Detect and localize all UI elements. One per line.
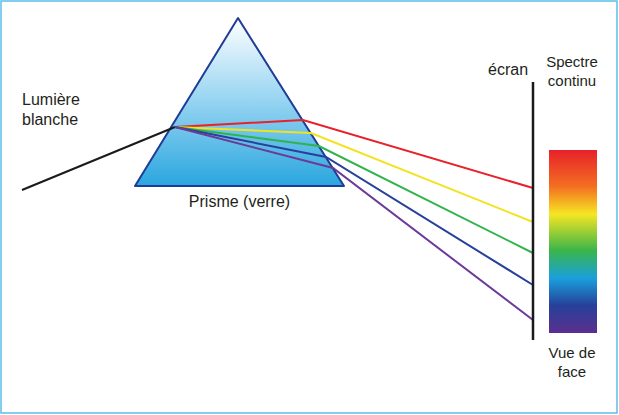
violet-ray: [175, 127, 533, 320]
spectrum-bar: [549, 150, 597, 333]
prism-label: Prisme (verre): [183, 192, 296, 212]
dispersed-rays: [175, 120, 533, 320]
prism-shape: [133, 16, 346, 191]
screen: [532, 82, 535, 340]
white-light-ray: [22, 127, 175, 190]
spectrum-band: Spectre continuVue de face: [527, 52, 617, 392]
prism: Prisme (verre): [133, 16, 346, 240]
prism-outline: [135, 18, 344, 186]
blue-ray: [175, 127, 533, 285]
spectrum-title: Spectre continu: [542, 52, 602, 90]
view-label: Vue de face: [542, 343, 602, 381]
screen-label: écran: [488, 60, 532, 80]
light-label: Lumière blanche: [22, 90, 132, 130]
green-ray: [175, 127, 533, 253]
